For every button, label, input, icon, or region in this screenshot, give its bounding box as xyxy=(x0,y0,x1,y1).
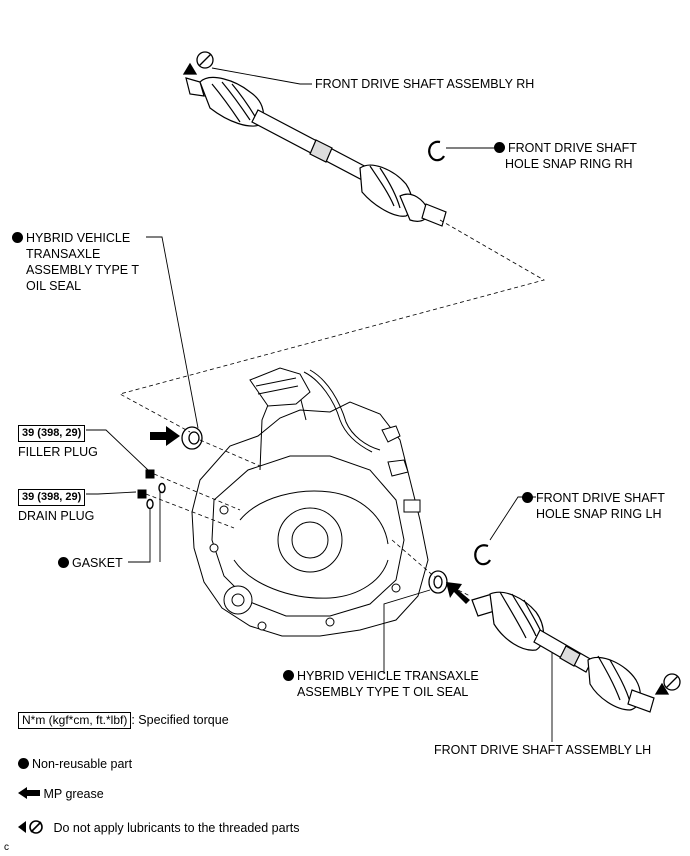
non-reusable-dot-icon xyxy=(12,232,23,243)
label-drain-torque: 39 (398, 29) xyxy=(18,488,86,506)
label-oil-seal-lh: HYBRID VEHICLE TRANSAXLE ASSEMBLY TYPE T… xyxy=(283,668,479,700)
label-front-drive-shaft-lh: FRONT DRIVE SHAFT ASSEMBLY LH xyxy=(434,743,652,757)
label-oil-seal-rh: HYBRID VEHICLE TRANSAXLE ASSEMBLY TYPE T… xyxy=(12,230,139,294)
legend-torque: N*m (kgf*cm, ft.*lbf): Specified torque xyxy=(18,712,229,729)
grease-arrow-icon xyxy=(18,787,40,799)
front-drive-shaft-rh-drawing xyxy=(182,51,447,227)
grease-arrow-lh xyxy=(446,582,470,604)
non-reusable-dot-icon xyxy=(522,492,533,503)
non-reusable-dot-icon xyxy=(494,142,505,153)
oil-seal-lh-drawing xyxy=(428,570,448,594)
label-snap-ring-rh: FRONT DRIVE SHAFT HOLE SNAP RING RH xyxy=(494,140,637,172)
gasket-drawing xyxy=(146,482,166,510)
corner-mark: c xyxy=(4,842,9,853)
non-reusable-dot-icon xyxy=(283,670,294,681)
label-front-drive-shaft-rh: FRONT DRIVE SHAFT ASSEMBLY RH xyxy=(315,77,535,91)
no-lube-icon-rh xyxy=(182,51,214,75)
label-filler-plug: FILLER PLUG xyxy=(18,445,98,459)
grease-arrow-rh xyxy=(150,426,180,446)
label-drain-plug: DRAIN PLUG xyxy=(18,509,95,523)
label-snap-ring-lh: FRONT DRIVE SHAFT HOLE SNAP RING LH xyxy=(522,490,665,522)
front-drive-shaft-lh-drawing xyxy=(471,591,681,713)
label-gasket: GASKET xyxy=(58,555,123,571)
no-lube-icon xyxy=(18,820,43,834)
non-reusable-dot-icon xyxy=(18,758,29,769)
transaxle-drawing xyxy=(191,367,429,637)
legend-grease: MP grease xyxy=(18,786,104,802)
label-filler-torque: 39 (398, 29) xyxy=(18,424,86,442)
filler-plug-drawing xyxy=(137,469,155,499)
snap-ring-lh-drawing xyxy=(474,544,491,566)
legend-no-lube: Do not apply lubricants to the threaded … xyxy=(18,820,299,836)
snap-ring-rh-drawing xyxy=(428,140,445,162)
legend-non-reusable: Non-reusable part xyxy=(18,756,132,772)
no-lube-icon-lh xyxy=(654,673,681,695)
non-reusable-dot-icon xyxy=(58,557,69,568)
oil-seal-rh-drawing xyxy=(181,426,203,450)
